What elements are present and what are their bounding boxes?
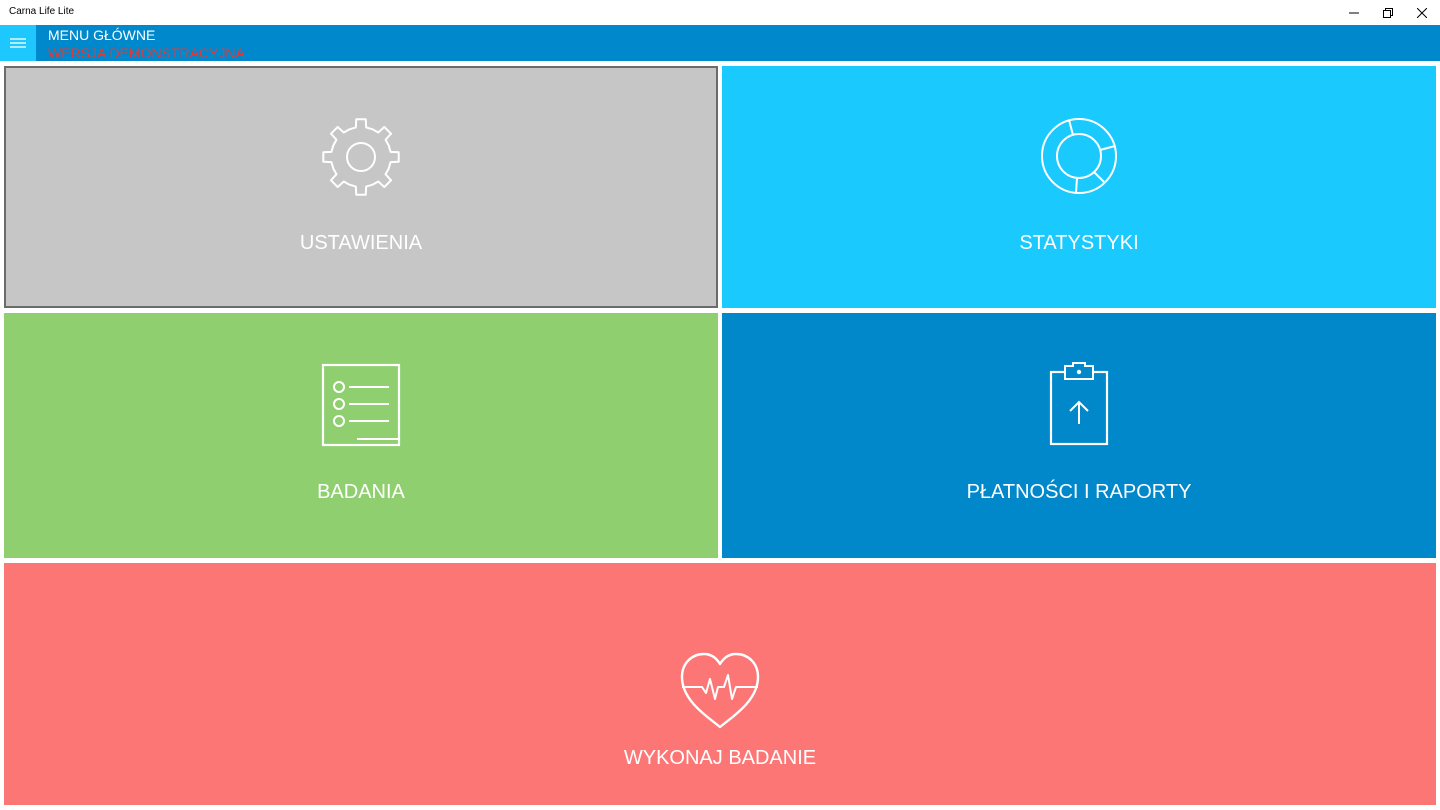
tile-perform-test-label: WYKONAJ BADANIE <box>623 747 817 769</box>
tile-payments-reports[interactable]: PŁATNOŚCI I RAPORTY <box>722 313 1436 558</box>
tile-tests[interactable]: BADANIA <box>4 313 718 558</box>
demo-version-label: WERSJA DEMONSTRACYJNA <box>48 45 245 61</box>
restore-icon <box>1383 7 1393 18</box>
tile-settings-label: USTAWIENIA <box>299 232 423 254</box>
donut-chart-icon <box>1041 118 1117 194</box>
restore-button[interactable] <box>1371 0 1405 25</box>
tile-payments-reports-label: PŁATNOŚCI I RAPORTY <box>966 481 1192 503</box>
gear-icon <box>322 118 400 196</box>
checklist-icon <box>321 363 401 447</box>
tile-tests-label: BADANIA <box>317 481 405 503</box>
hamburger-icon <box>10 38 26 48</box>
close-icon <box>1417 7 1427 18</box>
tile-statistics-label: STATYSTYKI <box>1019 232 1139 254</box>
tile-perform-test[interactable]: WYKONAJ BADANIE <box>4 563 1436 805</box>
tile-statistics[interactable]: STATYSTYKI <box>722 66 1436 308</box>
hamburger-menu-button[interactable] <box>0 25 36 61</box>
minimize-icon <box>1349 12 1359 13</box>
heart-pulse-icon <box>680 652 760 729</box>
window-title: Carna Life Lite <box>9 6 75 17</box>
minimize-button[interactable] <box>1337 0 1371 25</box>
window-titlebar: Carna Life Lite <box>0 0 1440 25</box>
clipboard-upload-icon <box>1049 362 1109 446</box>
app-header: MENU GŁÓWNE WERSJA DEMONSTRACYJNA <box>0 25 1440 61</box>
tile-settings[interactable]: USTAWIENIA <box>4 66 718 308</box>
page-title: MENU GŁÓWNE <box>48 27 156 43</box>
close-button[interactable] <box>1405 0 1439 25</box>
